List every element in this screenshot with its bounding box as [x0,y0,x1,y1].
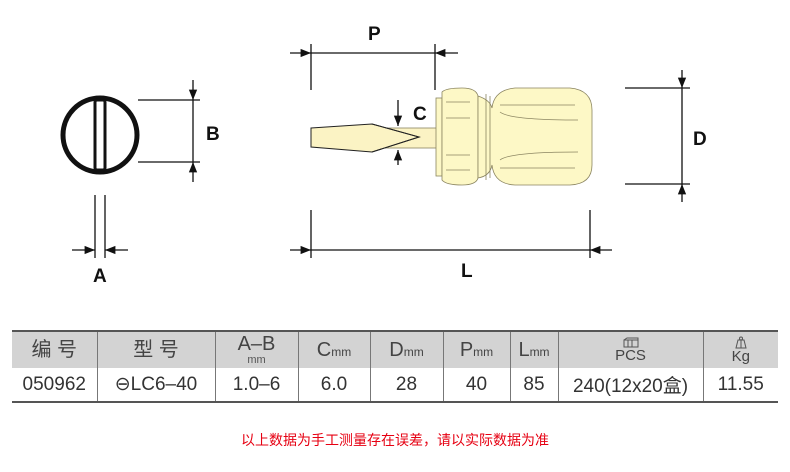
cell-ab: 1.0–6 [214,368,298,402]
header-c: Cmm [297,331,370,368]
header-l-label: L [518,339,530,361]
slotted-icon: ⊖ [114,374,131,395]
dimension-p [290,44,458,90]
dimension-d [625,70,690,202]
label-a: A [93,266,107,287]
cell-p: 40 [442,368,510,402]
header-p-unit: mm [473,345,494,359]
table-row: 050962 ⊖LC6–40 1.0–6 6.0 28 40 85 240(12… [12,368,778,402]
cell-model: ⊖LC6–40 [96,368,215,402]
header-code: 编 号 [12,331,97,368]
cell-d: 28 [369,368,443,402]
label-b: B [206,124,220,145]
dimension-a [72,195,128,258]
header-d-label: D [389,339,404,361]
technical-drawing: B A P C D L [60,24,707,287]
label-c: C [413,104,427,125]
header-p-label: P [459,339,474,361]
header-p: Pmm [442,331,510,368]
slot-end-view [60,95,140,175]
header-ab-label: A–B [237,332,276,355]
header-pcs-label: PCS [615,346,646,364]
cell-l: 85 [509,368,558,402]
header-l-unit: mm [529,345,550,359]
header-kg: Kg [702,331,778,368]
cell-code: 050962 [22,373,86,395]
header-kg-label: Kg [731,347,750,365]
header-c-unit: mm [331,345,352,359]
header-d-unit: mm [403,345,424,359]
handle [477,87,593,186]
header-c-label: C [316,339,332,361]
screwdriver [310,87,593,186]
header-d: Dmm [369,331,443,368]
cell-c: 6.0 [297,368,370,402]
header-pcs: PCS [557,331,703,368]
ferrule [441,87,479,186]
label-p: P [368,24,381,45]
label-l: L [461,261,473,282]
header-l: Lmm [509,331,558,368]
cell-pcs: 240(12x20盒) [557,368,703,402]
header-model: 型 号 [96,331,215,368]
slot [93,98,107,172]
cell-model-text: LC6–40 [130,374,198,395]
label-d: D [693,129,707,150]
header-ab-unit: mm [247,353,266,366]
dimension-b [138,80,200,182]
disclaimer-note: 以上数据为手工测量存在误差，请以实际数据为准 [241,432,549,448]
cell-kg: 11.55 [702,368,778,402]
weight-icon [735,336,747,349]
box-icon [623,337,638,348]
dimension-l [290,210,612,258]
